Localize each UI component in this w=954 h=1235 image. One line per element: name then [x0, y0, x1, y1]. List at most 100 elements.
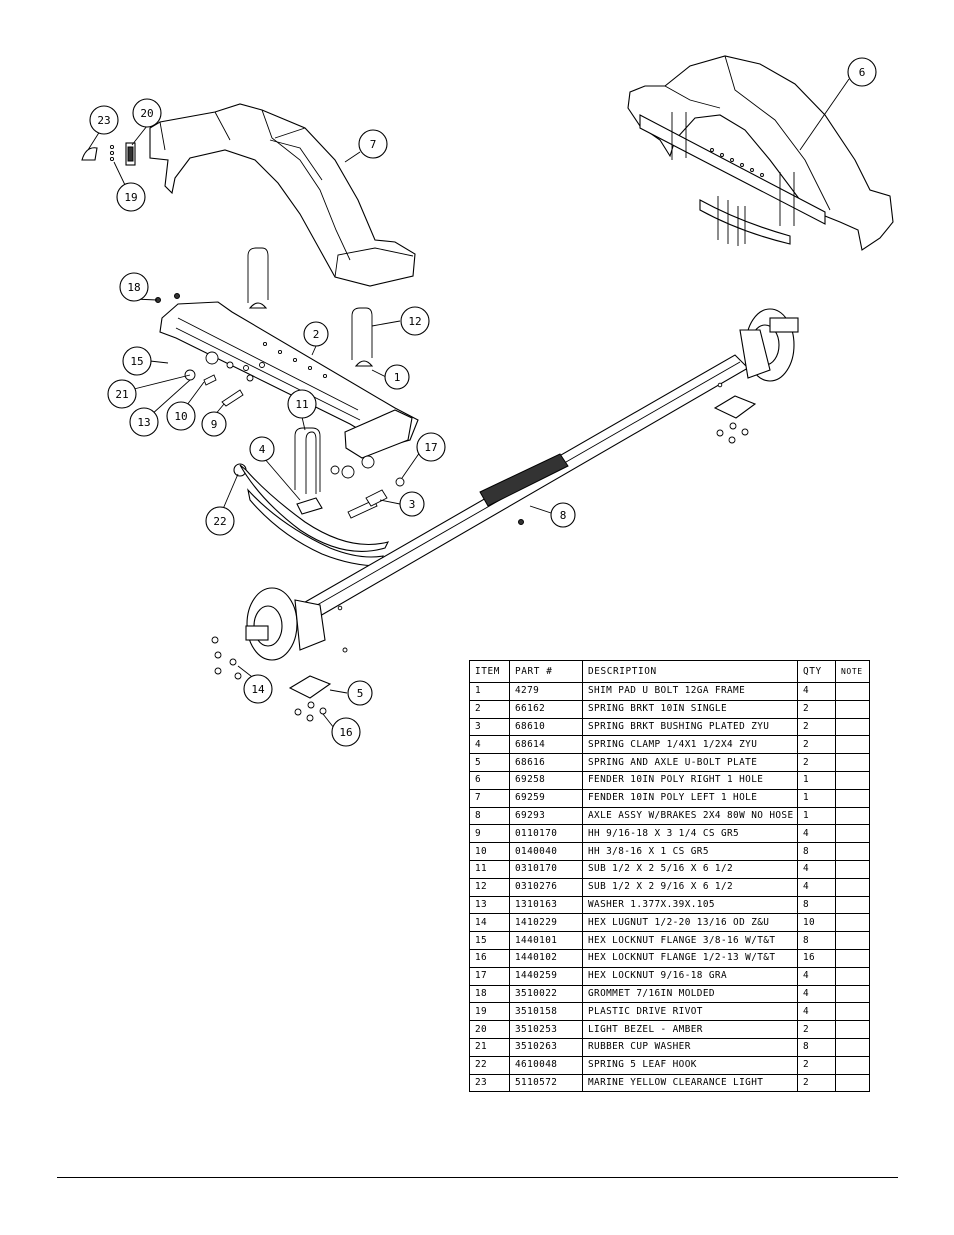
part-number-cell: 68614: [509, 735, 583, 755]
description-cell: GROMMET 7/16IN MOLDED: [582, 984, 798, 1004]
item-cell: 15: [469, 931, 510, 950]
description-cell: SHIM PAD U BOLT 12GA FRAME: [582, 682, 798, 701]
callout-14: 14: [243, 674, 273, 704]
qty-cell: 2: [797, 753, 836, 772]
fastener-hardware: [155, 293, 405, 519]
qty-cell: 8: [797, 895, 836, 915]
part-number-cell: 1440101: [509, 931, 583, 950]
description-cell: WASHER 1.377X.39X.105: [582, 895, 798, 915]
note-cell: [835, 913, 870, 933]
callout-20: 20: [132, 98, 162, 128]
page-bottom-rule: [57, 1177, 898, 1178]
note-cell: [835, 717, 870, 737]
callout-13: 13: [129, 407, 159, 437]
svg-text:20: 20: [140, 107, 153, 120]
description-cell: SUB 1/2 X 2 9/16 X 6 1/2: [582, 877, 798, 897]
svg-text:14: 14: [251, 683, 265, 696]
item-cell: 8: [469, 806, 510, 826]
note-cell: [835, 1020, 870, 1039]
note-cell: [835, 1055, 870, 1075]
description-cell: HH 9/16-18 X 3 1/4 CS GR5: [582, 824, 798, 844]
note-cell: [835, 1073, 870, 1093]
callout-6: 6: [847, 57, 877, 87]
description-cell: SPRING CLAMP 1/4X1 1/2X4 ZYU: [582, 735, 798, 755]
part-number-cell: 3510022: [509, 984, 583, 1004]
callout-2: 2: [303, 321, 329, 347]
item-cell: 2: [469, 699, 510, 719]
part-number-cell: 1410229: [509, 913, 583, 933]
item-cell: 23: [469, 1073, 510, 1093]
callout-12: 12: [400, 306, 430, 336]
note-cell: [835, 877, 870, 897]
qty-cell: 4: [797, 877, 836, 897]
note-cell: [835, 735, 870, 755]
qty-cell: 16: [797, 948, 836, 968]
qty-cell: 4: [797, 859, 836, 879]
item-cell: 11: [469, 859, 510, 879]
svg-text:4: 4: [259, 443, 266, 456]
part-number-cell: 68610: [509, 717, 583, 737]
qty-cell: 1: [797, 770, 836, 790]
svg-text:6: 6: [859, 66, 866, 79]
description-cell: HEX LOCKNUT FLANGE 1/2-13 W/T&T: [582, 948, 798, 968]
part-number-cell: 66162: [509, 699, 583, 719]
callout-leaders: [87, 78, 850, 729]
qty-cell: 4: [797, 824, 836, 844]
header-item: ITEM: [469, 660, 510, 683]
header-description: DESCRIPTION: [582, 660, 798, 683]
callout-15: 15: [122, 346, 152, 376]
description-cell: SPRING BRKT 10IN SINGLE: [582, 699, 798, 719]
part-number-cell: 1310163: [509, 895, 583, 915]
header-note: NOTE: [835, 660, 870, 683]
item-cell: 10: [469, 842, 510, 861]
leaf-spring: [233, 463, 390, 567]
note-cell: [835, 859, 870, 879]
description-cell: SPRING BRKT BUSHING PLATED ZYU: [582, 717, 798, 737]
note-cell: [835, 753, 870, 772]
part-number-cell: 69258: [509, 770, 583, 790]
qty-cell: 10: [797, 913, 836, 933]
clearance-light: [81, 142, 136, 166]
qty-cell: 8: [797, 931, 836, 950]
part-number-cell: 3510263: [509, 1037, 583, 1057]
part-number-cell: 4610048: [509, 1055, 583, 1075]
item-cell: 12: [469, 877, 510, 897]
note-cell: [835, 824, 870, 844]
callout-1: 1: [384, 364, 410, 390]
note-cell: [835, 966, 870, 986]
part-number-cell: 69259: [509, 788, 583, 808]
description-cell: SUB 1/2 X 2 5/16 X 6 1/2: [582, 859, 798, 879]
svg-text:12: 12: [408, 315, 421, 328]
svg-text:23: 23: [97, 114, 110, 127]
u-bolt-plates: [211, 395, 757, 722]
description-cell: HEX LUGNUT 1/2-20 13/16 OD Z&U: [582, 913, 798, 933]
description-cell: SPRING AND AXLE U-BOLT PLATE: [582, 753, 798, 772]
item-cell: 22: [469, 1055, 510, 1075]
description-cell: LIGHT BEZEL - AMBER: [582, 1020, 798, 1039]
svg-text:1: 1: [394, 371, 401, 384]
part-number-cell: 0310276: [509, 877, 583, 897]
header-qty: QTY: [797, 660, 836, 683]
qty-cell: 2: [797, 699, 836, 719]
part-number-cell: 0140040: [509, 842, 583, 861]
description-cell: FENDER 10IN POLY RIGHT 1 HOLE: [582, 770, 798, 790]
note-cell: [835, 770, 870, 790]
svg-text:2: 2: [313, 328, 320, 341]
svg-text:15: 15: [130, 355, 143, 368]
spring-bracket-frame: [159, 301, 419, 459]
callout-7: 7: [358, 129, 388, 159]
